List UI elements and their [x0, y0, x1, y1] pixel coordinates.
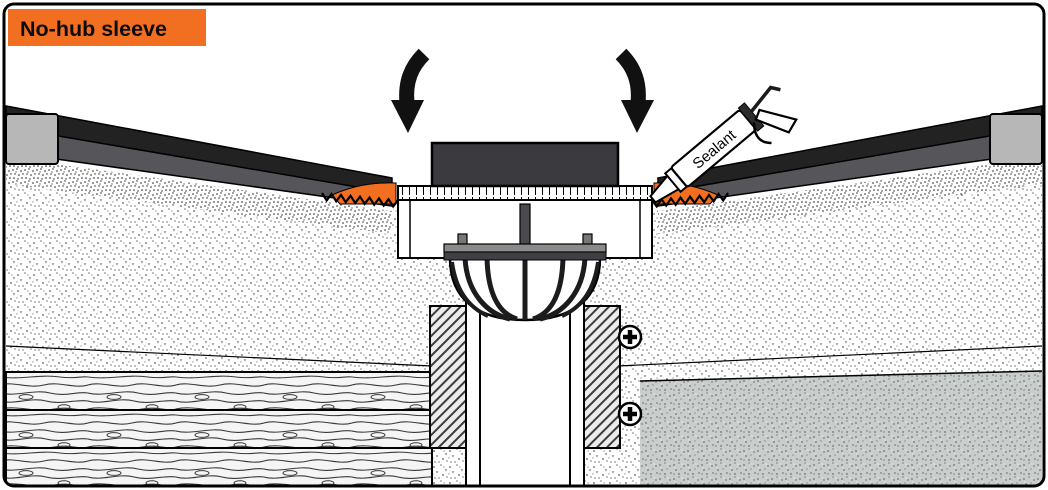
termination-bar-left	[321, 192, 399, 209]
down-arrow-left-icon	[391, 48, 430, 133]
membrane-edge-right	[989, 113, 1043, 165]
caulk-gun-rod	[750, 85, 781, 113]
dome-rim	[443, 251, 607, 261]
no-hub-sleeve-left	[429, 305, 467, 449]
no-hub-sleeve-right	[583, 305, 621, 449]
title-badge-bg	[8, 9, 206, 46]
plus-circle-lower-icon	[617, 401, 643, 427]
caulk-gun-trigger	[752, 122, 772, 145]
wood-deck-layers	[5, 371, 433, 486]
page-title: No-hub sleeve	[20, 17, 167, 41]
layer-line-left	[5, 345, 433, 367]
membrane-edge-left	[5, 113, 59, 165]
layer-line-right	[617, 345, 1043, 367]
title-badge: No-hub sleeve	[8, 9, 206, 46]
mortar-bed-right	[658, 157, 1042, 234]
clamp-ring-upper	[443, 243, 607, 253]
drain-flange	[397, 185, 653, 201]
caulk-gun-handle	[754, 108, 798, 134]
down-arrow-right-icon	[615, 48, 654, 133]
concrete-fill	[640, 371, 1042, 486]
strainer-dome	[443, 251, 607, 322]
concrete-fill-top-edge	[639, 370, 1043, 382]
caulk-gun-icon: Sealant	[649, 85, 798, 204]
termination-bar-right	[651, 192, 729, 209]
plus-circle-upper-icon	[617, 324, 643, 350]
mortar-bed-left	[6, 157, 392, 234]
drain-insert	[430, 141, 620, 188]
